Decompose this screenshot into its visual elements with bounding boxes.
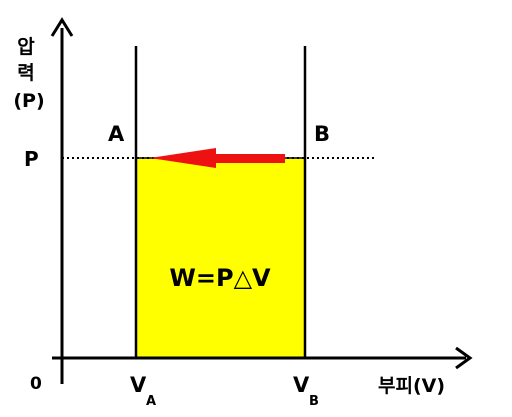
process-arrow-shaft [212, 154, 285, 163]
y-axis-label-2: 력 [17, 62, 34, 84]
y-axis-label-3: (P) [13, 90, 44, 112]
point-a-label: A [108, 122, 125, 146]
vb-subscript: B [309, 394, 319, 409]
point-b-label: B [314, 122, 330, 146]
y-axis-label-1: 압 [17, 36, 35, 58]
vb-label: V [293, 373, 310, 397]
y-axis-arrowhead [50, 17, 74, 37]
x-axis-label: 부피(V) [378, 375, 445, 397]
origin-label: 0 [30, 374, 42, 394]
va-subscript: A [146, 394, 156, 409]
va-label: V [130, 373, 147, 397]
work-area [135, 157, 306, 359]
pressure-label: P [24, 147, 39, 171]
work-label: W=P△V [169, 264, 271, 292]
x-axis-arrowhead [455, 346, 473, 370]
process-arrow-head [150, 148, 216, 168]
